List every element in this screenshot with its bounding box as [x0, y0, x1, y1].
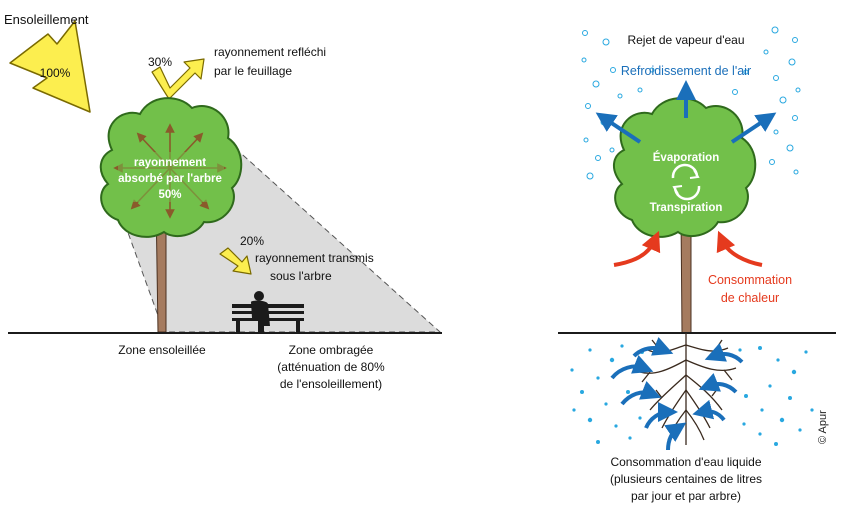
- vapor-droplets: [581, 26, 801, 180]
- water-label-line3: par jour et par arbre): [631, 489, 741, 503]
- evaporation-arrows: [595, 80, 777, 144]
- heat-arrows: [613, 230, 763, 267]
- water-label-line1: Consommation d'eau liquide: [610, 455, 761, 469]
- sun-title: Ensoleillement: [4, 12, 89, 27]
- credit-label: © Apur: [817, 410, 829, 444]
- absorbed-label-line2: absorbé par l'arbre: [118, 173, 222, 185]
- sunny-zone-label: Zone ensoleillée: [118, 343, 206, 357]
- evaporation-label: Évaporation: [653, 151, 719, 164]
- transmitted-label-line1: rayonnement transmis: [255, 251, 374, 265]
- absorbed-percent: 50%: [158, 189, 181, 201]
- transpiration-label: Transpiration: [650, 202, 723, 214]
- transmitted-label-line2: sous l'arbre: [270, 269, 332, 283]
- vapor-label: Rejet de vapeur d'eau: [627, 33, 744, 47]
- reflected-percent: 30%: [148, 55, 172, 69]
- reflected-arrow-icon: [151, 58, 205, 100]
- reflected-label-line2: par le feuillage: [214, 64, 292, 78]
- water-uptake-arrows: [610, 337, 744, 451]
- transmitted-percent: 20%: [240, 234, 264, 248]
- shade-zone-label-line3: de l'ensoleillement): [280, 377, 382, 391]
- reflected-label-line1: rayonnement refléchi: [214, 45, 326, 59]
- right-diagram: Rejet de vapeur d'eau Refroidissement de…: [558, 26, 836, 503]
- soil-droplets: [570, 344, 814, 446]
- water-label-line2: (plusieurs centaines de litres: [610, 472, 762, 486]
- left-diagram: Ensoleillement 100% 30% rayonnement refl…: [4, 12, 442, 391]
- sun-percent: 100%: [40, 66, 71, 80]
- shade-zone-label-line1: Zone ombragée: [289, 343, 374, 357]
- absorbed-label-line1: rayonnement: [134, 157, 206, 169]
- bench-person-icon: [232, 291, 304, 332]
- heat-label-line1: Consommation: [708, 273, 792, 287]
- transmitted-arrow-icon: [219, 247, 252, 275]
- shade-zone-label-line2: (atténuation de 80%: [277, 360, 385, 374]
- cooling-label: Refroidissement de l'air: [621, 64, 751, 78]
- heat-label-line2: de chaleur: [721, 291, 779, 305]
- cycle-icon: [671, 163, 701, 201]
- right-tree-foliage: [613, 97, 757, 238]
- sun-arrow-icon: [9, 20, 91, 113]
